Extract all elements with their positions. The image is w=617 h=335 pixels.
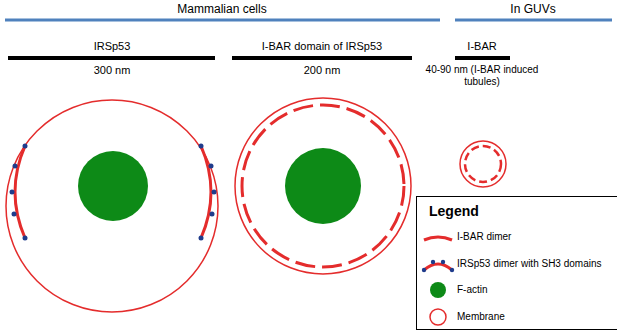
legend-swatch — [430, 282, 446, 298]
scale-bar — [455, 56, 510, 60]
i-bar-dimers — [242, 105, 404, 267]
membrane-circle — [460, 141, 506, 187]
f-actin — [78, 151, 148, 221]
f-actin — [285, 148, 361, 224]
i-bar-dimers — [465, 146, 501, 182]
membrane-circle — [235, 98, 411, 274]
figure-label: Mammalian cells — [122, 3, 322, 17]
legend-sample — [422, 260, 454, 272]
figure-label: I-BAR — [432, 40, 532, 53]
figure-label: In GUVs — [458, 3, 608, 17]
figure-label: I-BAR domain of IRSp53 — [232, 40, 412, 53]
figure-label: 40-90 nm (I-BAR induced tubules) — [421, 64, 543, 87]
legend-sample — [424, 237, 452, 240]
membrane-circle — [6, 100, 218, 312]
scale-bar — [8, 56, 215, 60]
legend-label: I-BAR dimer — [457, 231, 609, 243]
sh3-domains — [10, 144, 217, 241]
irsp53-dimer — [15, 146, 25, 238]
legend-label: Membrane — [457, 311, 609, 323]
irsp53-dimer — [201, 146, 211, 238]
legend-title: Legend — [417, 197, 617, 219]
figure-label: 200 nm — [232, 64, 412, 77]
section-rule — [455, 19, 612, 22]
figure-label: 300 nm — [22, 64, 202, 77]
figure-label: IRSp53 — [22, 40, 202, 53]
legend-sample — [430, 309, 446, 325]
legend-sample — [424, 264, 452, 270]
legend-label: F-actin — [457, 284, 609, 296]
section-rule — [5, 19, 440, 22]
scale-bar — [232, 56, 412, 60]
legend-label: IRSp53 dimer with SH3 domains — [457, 258, 609, 270]
